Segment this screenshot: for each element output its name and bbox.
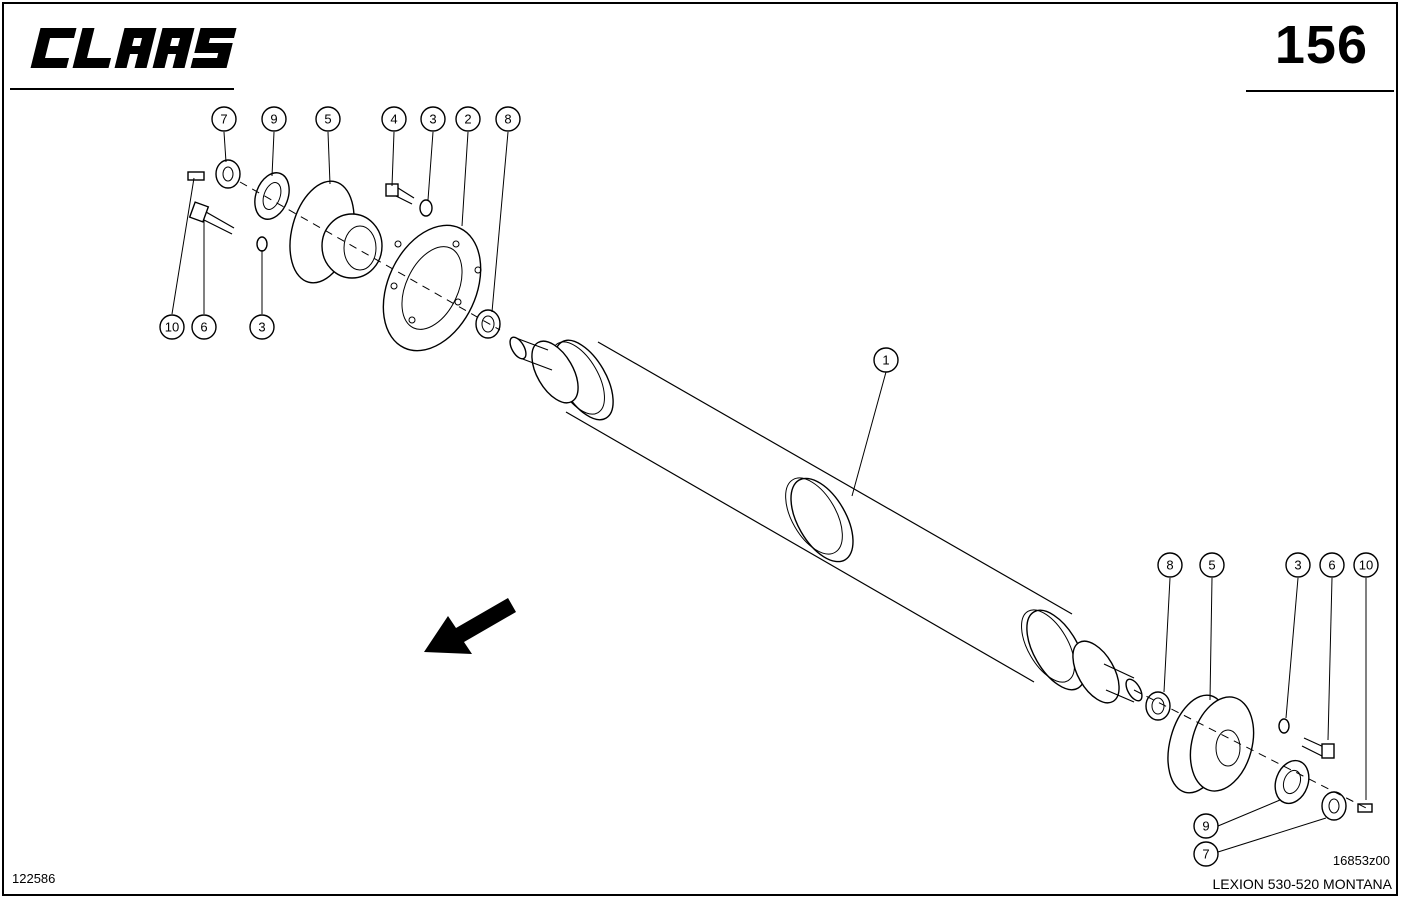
callout-6: 6 bbox=[200, 320, 207, 335]
callout-3: 3 bbox=[1294, 558, 1301, 573]
bearing-left bbox=[254, 172, 290, 220]
callout-5: 5 bbox=[324, 112, 331, 127]
sheet-id: 122586 bbox=[12, 871, 56, 886]
page-number: 156 bbox=[1274, 15, 1368, 75]
callout-group-right-bottom: 9 7 bbox=[1193, 813, 1219, 867]
callout-8: 8 bbox=[1166, 558, 1173, 573]
arrow-icon bbox=[424, 598, 516, 654]
callout-10: 10 bbox=[1359, 558, 1373, 573]
bearing-housing-left bbox=[289, 180, 383, 284]
callout-group-shaft: 1 bbox=[873, 347, 899, 373]
callout-4: 4 bbox=[390, 112, 397, 127]
grease-nipple-left bbox=[187, 171, 205, 181]
claas-logo-icon bbox=[30, 28, 237, 68]
callout-3: 3 bbox=[429, 112, 436, 127]
callout-group-right-top: 8 5 3 6 10 bbox=[1157, 552, 1379, 578]
washer-left-lower bbox=[256, 236, 268, 252]
callout-6: 6 bbox=[1328, 558, 1335, 573]
brand-logo bbox=[22, 22, 240, 74]
callout-2: 2 bbox=[464, 112, 471, 127]
callout-7: 7 bbox=[220, 112, 227, 127]
callout-5: 5 bbox=[1208, 558, 1215, 573]
ring-left bbox=[475, 309, 501, 339]
callout-1: 1 bbox=[882, 353, 889, 368]
nut-right bbox=[1321, 791, 1347, 821]
leader-lines bbox=[171, 131, 1367, 853]
callout-10: 10 bbox=[165, 320, 179, 335]
bolt-left bbox=[188, 201, 235, 235]
callout-9: 9 bbox=[270, 112, 277, 127]
ring-right bbox=[1145, 691, 1171, 721]
model-name: LEXION 530-520 MONTANA bbox=[1212, 876, 1392, 892]
callout-8: 8 bbox=[504, 112, 511, 127]
drawing-code: 16853z00 bbox=[1332, 853, 1390, 868]
callout-3: 3 bbox=[258, 320, 265, 335]
left-assembly bbox=[187, 159, 501, 352]
bolt-top bbox=[385, 183, 415, 205]
washer-top bbox=[419, 199, 433, 217]
flange-plate bbox=[382, 224, 482, 352]
right-assembly bbox=[1133, 689, 1373, 821]
callout-9: 9 bbox=[1202, 819, 1209, 834]
bolt-right bbox=[1301, 737, 1335, 759]
callout-group-lower-left: 10 6 3 bbox=[159, 314, 275, 340]
header-rule-left bbox=[10, 88, 234, 90]
header-rule-right bbox=[1246, 90, 1394, 92]
bearing-right bbox=[1274, 759, 1310, 805]
bearing-housing-right bbox=[1167, 694, 1255, 794]
nut-left bbox=[215, 159, 241, 189]
roller-shaft bbox=[509, 336, 1143, 704]
callout-7: 7 bbox=[1202, 847, 1209, 862]
callout-group-top-left: 7 9 5 4 3 2 8 bbox=[211, 106, 521, 132]
washer-right bbox=[1278, 718, 1290, 734]
